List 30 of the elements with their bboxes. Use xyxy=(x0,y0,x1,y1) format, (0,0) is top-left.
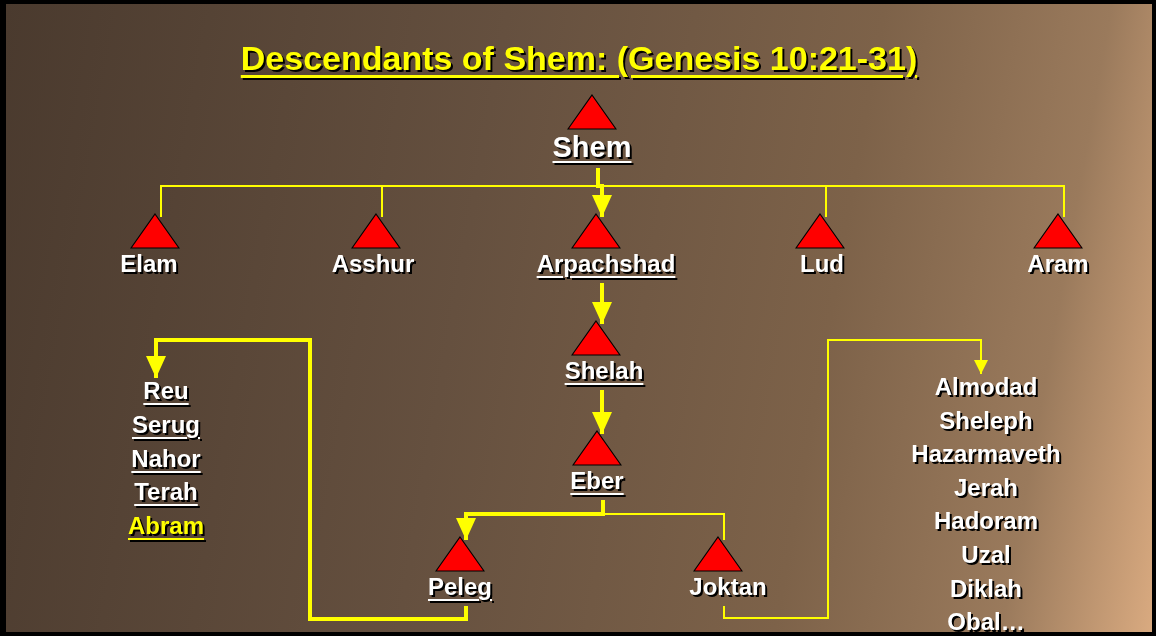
person-name: Nahor xyxy=(131,443,201,474)
person-name: Terah xyxy=(134,477,198,508)
person-name: Eber xyxy=(570,466,624,496)
person-name: Abram xyxy=(128,511,204,542)
connector-arrow xyxy=(592,168,612,217)
person-name: Diklah xyxy=(950,573,1022,604)
person-name: Reu xyxy=(143,376,189,406)
person-name: Aram xyxy=(1027,249,1089,279)
person-name: Elam xyxy=(120,249,178,279)
connector-arrow xyxy=(592,283,612,324)
connector-arrow xyxy=(723,339,988,619)
person-name: Peleg xyxy=(428,572,492,602)
diagram-title: Descendants of Shem: (Genesis 10:21-31) xyxy=(240,38,918,78)
person-name: Almodad xyxy=(934,372,1038,402)
person-name: Obal… xyxy=(947,607,1025,632)
person-name: Shelah xyxy=(564,356,644,386)
person-name: Shem xyxy=(552,130,632,164)
person-name: Sheleph xyxy=(939,405,1033,436)
person-name: Jerah xyxy=(953,472,1018,503)
person-name: Arpachshad xyxy=(536,249,676,279)
connector-arrow xyxy=(592,390,612,434)
person-name: Serug xyxy=(132,409,200,440)
person-name: Hadoram xyxy=(934,506,1038,537)
connector-arrow xyxy=(146,338,468,621)
person-name: Hazarmaveth xyxy=(911,439,1061,470)
person-name: Asshur xyxy=(331,249,415,279)
person-name: Lud xyxy=(800,249,844,279)
connector-arrow xyxy=(456,500,605,540)
person-name: Joktan xyxy=(689,572,767,602)
person-name: Uzal xyxy=(961,539,1011,570)
